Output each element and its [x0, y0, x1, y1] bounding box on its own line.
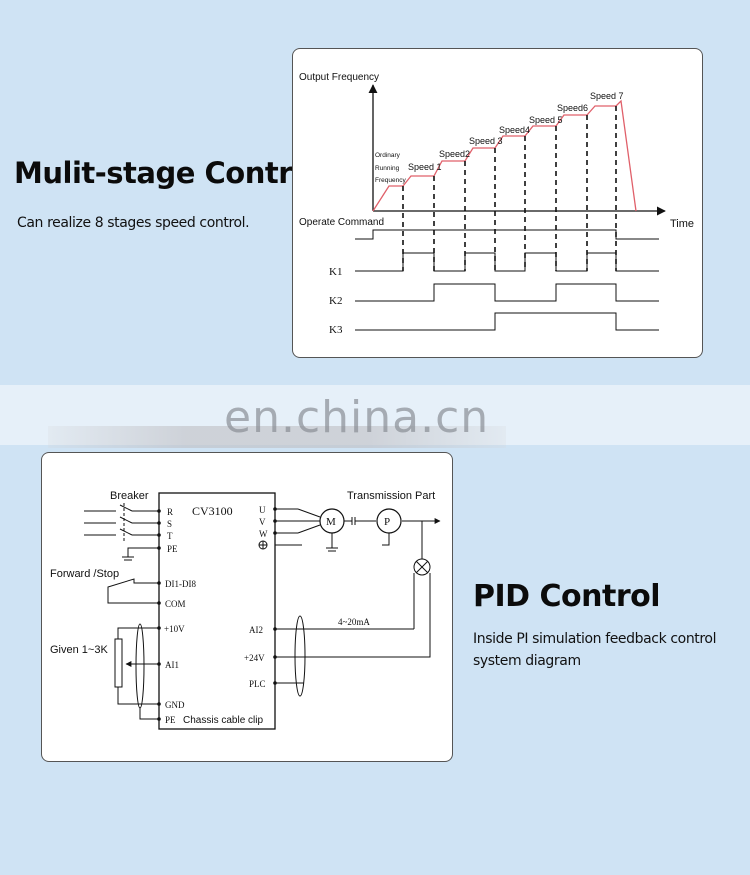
k2-label: K2 [329, 295, 342, 307]
speed-label-6: Speed6 [557, 103, 588, 113]
terminal-u: U [259, 505, 266, 515]
pid-diagram-panel: CV3100 R S T PE DI1-DI8 COM +10V AI1 GND… [41, 452, 453, 762]
pump-icon [376, 508, 402, 534]
forward-stop-switch [107, 578, 159, 604]
speed-label-1: Speed 1 [408, 162, 442, 172]
speed-label-3: Speed 3 [469, 136, 503, 146]
forward-stop-label: Forward /Stop [50, 568, 119, 580]
current-label: 4~20mA [338, 617, 370, 627]
sensor-wiring [275, 521, 431, 697]
speed-label-7: Speed 7 [590, 91, 624, 101]
terminal-ai1: AI1 [165, 660, 179, 670]
k1-signal [355, 252, 659, 272]
k3-label: K3 [329, 324, 343, 336]
terminal-dots-right [273, 507, 277, 685]
watermark-shadow-bar [48, 426, 506, 448]
motor-icon [319, 508, 345, 534]
x-axis-label: Time [670, 218, 694, 230]
chassis-label: Chassis cable clip [183, 715, 263, 726]
speed-label-4: Speed4 [499, 125, 530, 135]
k2-signal [355, 283, 659, 302]
breaker-symbol [84, 503, 159, 561]
pid-wiring-diagram: CV3100 R S T PE DI1-DI8 COM +10V AI1 GND… [50, 490, 441, 730]
pid-subtitle-line2: system diagram [473, 653, 581, 669]
terminal-v: V [259, 517, 266, 527]
terminal-s: S [167, 519, 172, 529]
terminal-r: R [167, 507, 173, 517]
breaker-label: Breaker [110, 490, 149, 502]
output-frequency-curve [372, 99, 637, 212]
operate-command-label: Operate Command [299, 217, 384, 228]
right-terminals: U V W AI2 +24V PLC [244, 505, 268, 689]
terminal-gnd: GND [165, 700, 185, 710]
terminal-di: DI1-DI8 [165, 579, 196, 589]
pid-title: PID Control [473, 579, 661, 614]
pump-symbol: P [384, 516, 390, 528]
multistage-title: Mulit-stage Control [14, 156, 321, 190]
inverter-box [158, 492, 276, 730]
k1-label: K1 [329, 266, 342, 278]
terminal-ai2: AI2 [249, 625, 263, 635]
terminal-10v: +10V [164, 624, 185, 634]
terminal-w: W [259, 529, 268, 539]
terminal-pe-2: PE [165, 715, 176, 725]
ordinary-label-3: Frequency [375, 177, 406, 184]
motor-symbol: M [326, 516, 336, 528]
left-terminals: R S T PE DI1-DI8 COM +10V AI1 GND PE [164, 507, 196, 725]
model-label: CV3100 [192, 504, 233, 518]
multistage-timing-diagram: Output Frequency Time Ordinary Running F… [299, 72, 694, 336]
terminal-t: T [167, 531, 173, 541]
multistage-subtitle: Can realize 8 stages speed control. [17, 215, 250, 231]
speed-label-2: Speed2 [439, 149, 470, 159]
terminal-com: COM [165, 599, 186, 609]
speed-label-5: Speed 5 [529, 115, 563, 125]
transmission-label: Transmission Part [347, 490, 435, 502]
watermark: en.china.cn [224, 392, 490, 443]
transition-markers [402, 106, 617, 271]
y-axis-label: Output Frequency [299, 72, 379, 83]
terminal-pe-1: PE [167, 544, 178, 554]
k3-signal [355, 312, 659, 331]
ordinary-label-1: Ordinary [375, 152, 401, 159]
terminal-24v: +24V [244, 653, 265, 663]
operate-command-signal [355, 229, 659, 240]
ordinary-label-2: Running [375, 165, 400, 172]
pid-subtitle-line1: Inside PI simulation feedback control [473, 631, 717, 647]
given-label: Given 1~3K [50, 644, 108, 656]
terminal-plc: PLC [249, 679, 266, 689]
multistage-diagram-panel: Output Frequency Time Ordinary Running F… [292, 48, 703, 358]
potentiometer [114, 623, 159, 720]
motor-wiring [275, 508, 441, 552]
